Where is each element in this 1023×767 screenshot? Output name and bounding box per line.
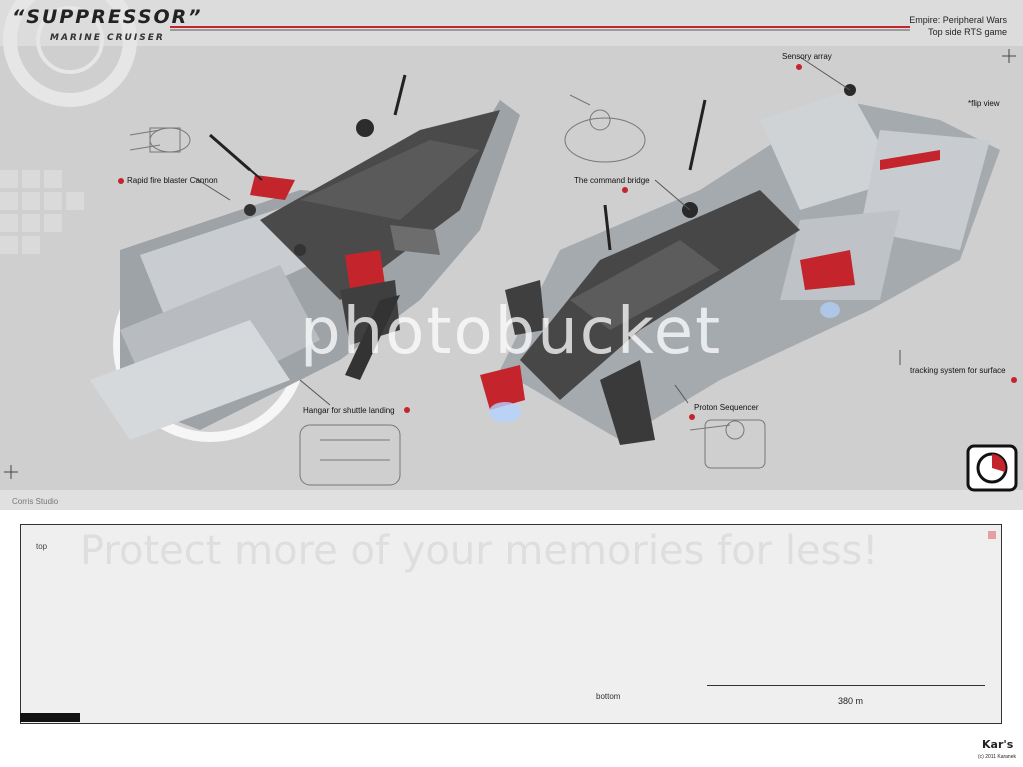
scale-bar (707, 685, 985, 686)
callout-tracking: tracking system for surface (910, 366, 1006, 375)
crosshair-icon (4, 49, 1016, 479)
header-rule-shadow (170, 29, 910, 31)
turret-sketch-icon (129, 94, 766, 486)
callout-leaders (194, 56, 901, 406)
page-subtitle: MARINE CRUISER (50, 33, 165, 43)
callout-dot (1011, 377, 1017, 383)
ship-render-icon (90, 74, 520, 440)
callout-dot (118, 178, 124, 184)
footer-bar (0, 490, 1023, 510)
scale-label: 380 m (838, 696, 864, 706)
callout-sensory-array: Sensory array (782, 52, 832, 61)
lower-panel-marker (988, 531, 996, 539)
header-rule (170, 26, 910, 28)
lower-panel (20, 524, 1002, 724)
grid-decoration (0, 170, 84, 254)
callout-dot (404, 407, 410, 413)
watermark-main: photobucket (300, 295, 723, 369)
callout-dot (622, 187, 628, 193)
game-title: Empire: Peripheral Wars (909, 15, 1007, 25)
emblem-icon (966, 444, 1018, 492)
ship-render-icon (480, 84, 1000, 445)
ring-decoration (3, 0, 137, 107)
callout-rapid-fire: Rapid fire blaster Cannon (127, 176, 218, 185)
game-info: Empire: Peripheral Wars Top side RTS gam… (909, 14, 1007, 38)
game-genre: Top side RTS game (928, 27, 1007, 37)
callout-proton: Proton Sequencer (694, 403, 759, 412)
copyright-year: (c) 2011 Karanek (978, 754, 1016, 760)
page-title: “SUPPRESSOR” (12, 6, 203, 28)
watermark-banner: Protect more of your memories for less! (80, 528, 879, 574)
author-signature: Kar's (982, 738, 1014, 751)
callout-dot (689, 414, 695, 420)
callout-hangar: Hangar for shuttle landing (303, 406, 395, 415)
header-bar (0, 0, 1023, 46)
studio-credit: Corris Studio (12, 497, 59, 506)
flip-view-note: *flip view (968, 99, 1000, 108)
callout-dot (796, 64, 802, 70)
view-label-top: top (36, 542, 48, 551)
view-label-bottom: bottom (596, 692, 621, 701)
callout-command-bridge: The command bridge (574, 176, 650, 185)
lower-panel-tab (20, 713, 80, 722)
